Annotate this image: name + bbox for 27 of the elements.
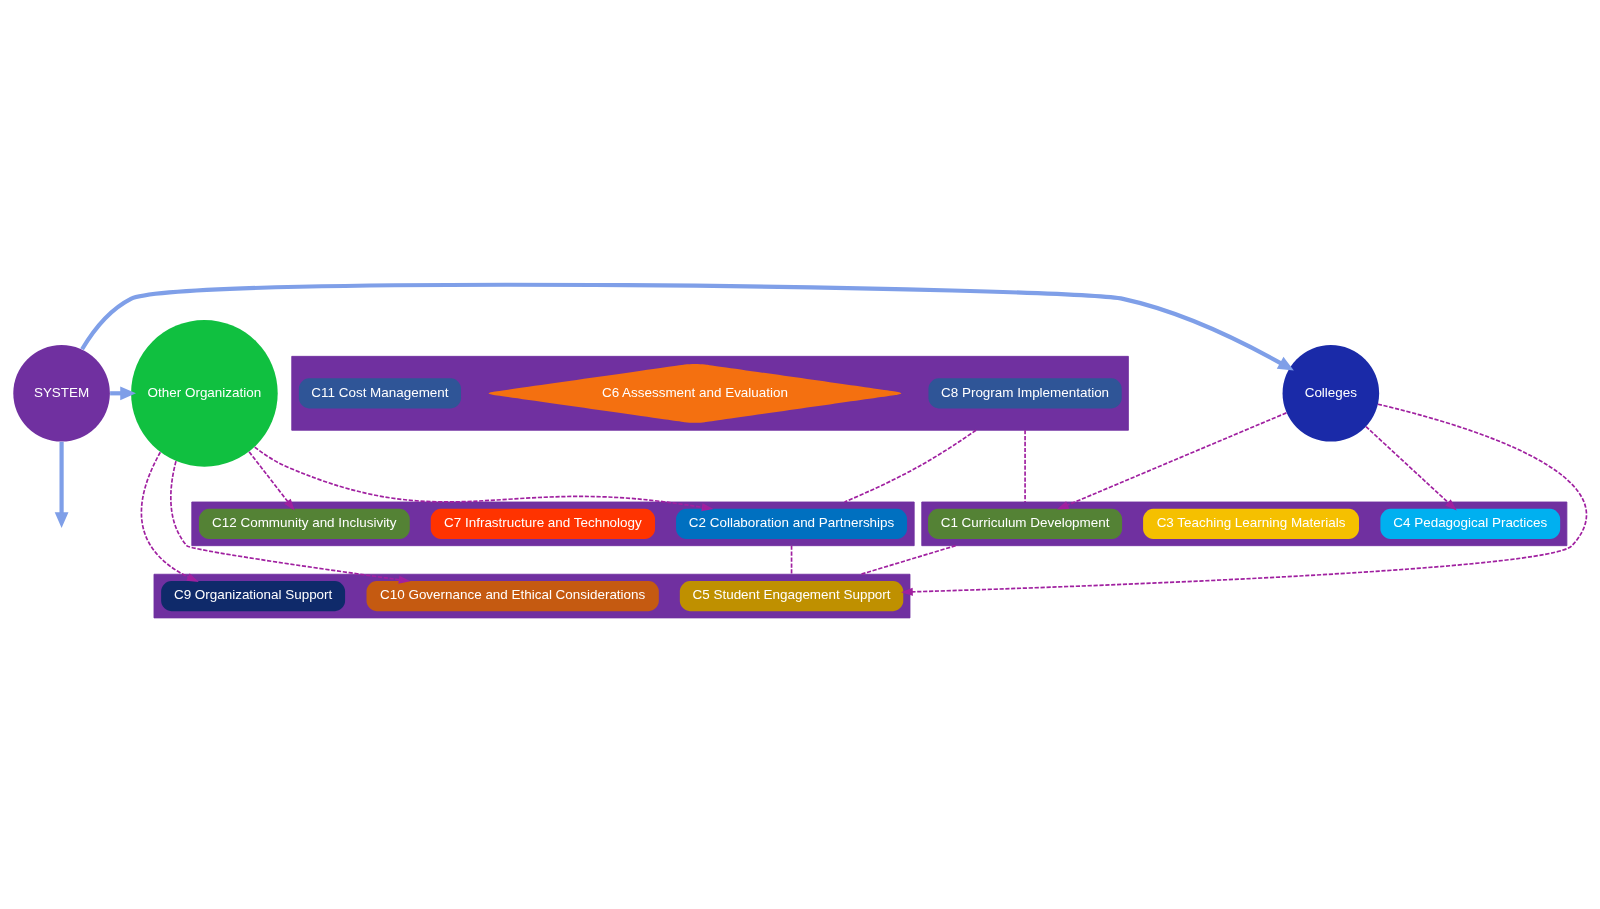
connector: [860, 544, 957, 576]
node-circle: Colleges: [1282, 345, 1380, 442]
cluster: [291, 355, 1129, 431]
node-box: C10 Governance and Ethical Considerations: [366, 580, 659, 612]
node-box: C3 Teaching Learning Materials: [1143, 508, 1359, 539]
arrow: [901, 403, 1588, 596]
node-box: C12 Community and Inclusivity: [198, 508, 410, 539]
arrow: [1056, 412, 1288, 510]
arrow: [1365, 425, 1457, 511]
arrow: [248, 450, 295, 511]
arrow: [54, 441, 69, 529]
node-box: C8 Program Implementation: [928, 378, 1122, 409]
arrow: [80, 282, 1294, 371]
node-box: C11 Cost Management: [298, 378, 461, 409]
node-box: C5 Student Engagement Support: [679, 580, 904, 612]
connector: [1024, 429, 1026, 503]
connector: [843, 429, 977, 503]
arrow: [140, 451, 199, 582]
node-box: C7 Infrastructure and Technology: [430, 508, 656, 539]
connector: [790, 544, 793, 576]
node-box: C4 Pedagogical Practices: [1380, 508, 1561, 539]
node-box: C9 Organizational Support: [161, 580, 346, 612]
node-box: C2 Collaboration and Partnerships: [676, 508, 908, 539]
arrow: [253, 446, 714, 512]
node-box: C1 Curriculum Development: [928, 508, 1123, 539]
node-circle: SYSTEM: [13, 345, 110, 442]
node-circle: Other Organization: [131, 320, 278, 467]
